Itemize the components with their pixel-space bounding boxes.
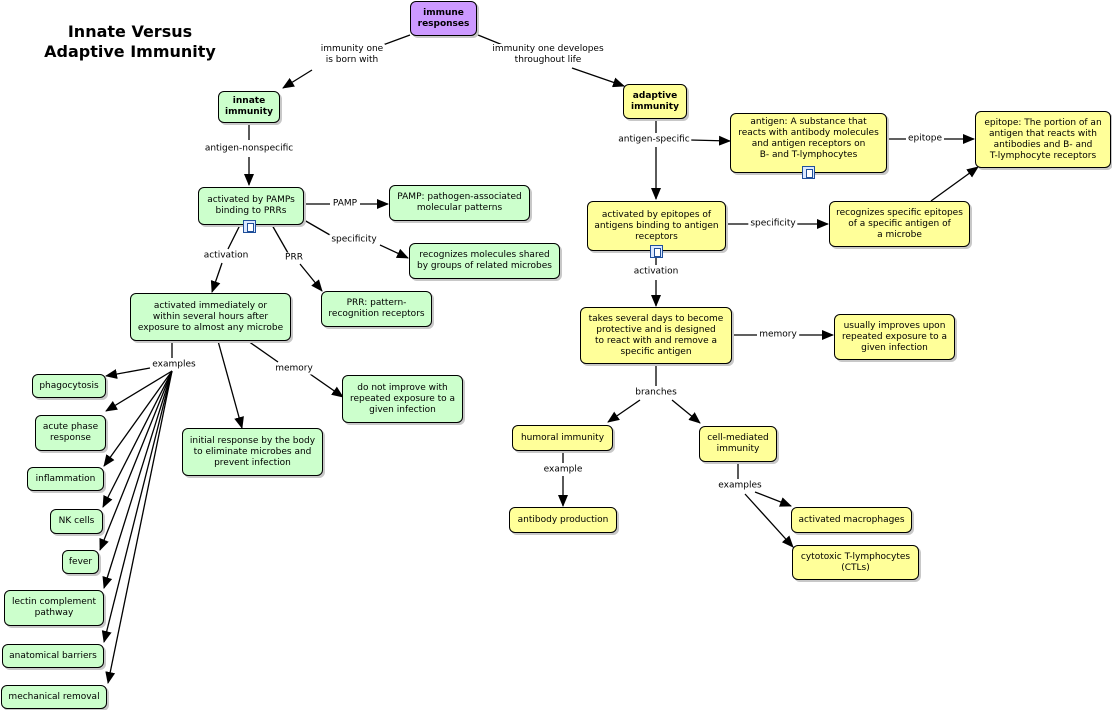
node-fever[interactable]: fever	[62, 550, 99, 574]
node-adaptive-immunity[interactable]: adaptive immunity	[623, 84, 687, 119]
link-label-develops: immunity one developes throughout life	[490, 44, 606, 66]
node-antibody-production[interactable]: antibody production	[509, 507, 617, 533]
node-pamp-definition[interactable]: PAMP: pathogen-associated molecular patt…	[389, 185, 530, 221]
node-inflammation[interactable]: inflammation	[27, 467, 104, 491]
node-immune-responses[interactable]: immune responses	[410, 1, 477, 36]
link-label-examples-adaptive: examples	[716, 480, 764, 492]
node-activated-macrophages[interactable]: activated macrophages	[791, 507, 912, 533]
link-label-prr: PRR	[283, 252, 305, 264]
node-epitope-definition[interactable]: epitope: The portion of an antigen that …	[975, 111, 1111, 168]
node-humoral-immunity[interactable]: humoral immunity	[512, 425, 613, 451]
link-label-antigen-specific: antigen-specific	[616, 134, 692, 146]
link-label-specificity-adaptive: specificity	[748, 218, 798, 230]
node-initial-response[interactable]: initial response by the body to eliminat…	[182, 428, 323, 476]
link-label-memory-adaptive: memory	[757, 329, 799, 341]
link-label-examples-innate: examples	[150, 359, 198, 371]
node-takes-several-days[interactable]: takes several days to become protective …	[580, 307, 732, 364]
node-activated-by-epitopes[interactable]: activated by epitopes of antigens bindin…	[587, 201, 726, 251]
node-prr-definition[interactable]: PRR: pattern- recognition receptors	[321, 291, 432, 327]
document-icon[interactable]	[650, 245, 663, 258]
link-label-born-with: immunity one is born with	[318, 44, 386, 66]
document-icon[interactable]	[243, 220, 256, 233]
node-do-not-improve[interactable]: do not improve with repeated exposure to…	[342, 375, 463, 423]
link-label-activation-innate: activation	[201, 250, 251, 262]
document-icon[interactable]	[802, 166, 815, 179]
node-acute-phase-response[interactable]: acute phase response	[35, 415, 106, 451]
node-antigen-definition[interactable]: antigen: A substance that reacts with an…	[730, 113, 887, 173]
node-cell-mediated-immunity[interactable]: cell-mediated immunity	[699, 426, 777, 462]
node-recognizes-specific-epitopes[interactable]: recognizes specific epitopes of a specif…	[829, 201, 970, 247]
node-innate-immunity[interactable]: innate immunity	[218, 91, 280, 123]
link-label-epitope: epitope	[905, 133, 945, 145]
link-label-antigen-nonspecific: antigen-nonspecific	[202, 143, 296, 155]
link-label-pamp: PAMP	[330, 198, 360, 210]
node-activated-by-pamps[interactable]: activated by PAMPs binding to PRRs	[198, 187, 304, 225]
node-lectin-complement-pathway[interactable]: lectin complement pathway	[4, 590, 104, 626]
link-label-example: example	[541, 464, 585, 476]
node-usually-improves[interactable]: usually improves upon repeated exposure …	[834, 314, 955, 360]
map-title: Innate Versus Adaptive Immunity	[44, 22, 216, 61]
link-label-activation-adaptive: activation	[631, 266, 681, 278]
link-label-memory-innate: memory	[273, 363, 315, 375]
link-label-specificity-innate: specificity	[329, 234, 379, 246]
node-activated-immediately[interactable]: activated immediately or within several …	[130, 293, 291, 341]
node-anatomical-barriers[interactable]: anatomical barriers	[2, 644, 104, 668]
node-phagocytosis[interactable]: phagocytosis	[32, 374, 106, 398]
link-label-branches: branches	[633, 387, 679, 399]
node-mechanical-removal[interactable]: mechanical removal	[1, 685, 107, 709]
node-cytotoxic-t-lymphocytes[interactable]: cytotoxic T-lymphocytes (CTLs)	[792, 545, 919, 580]
node-nk-cells[interactable]: NK cells	[50, 509, 103, 534]
node-recognizes-molecules[interactable]: recognizes molecules shared by groups of…	[409, 243, 560, 279]
